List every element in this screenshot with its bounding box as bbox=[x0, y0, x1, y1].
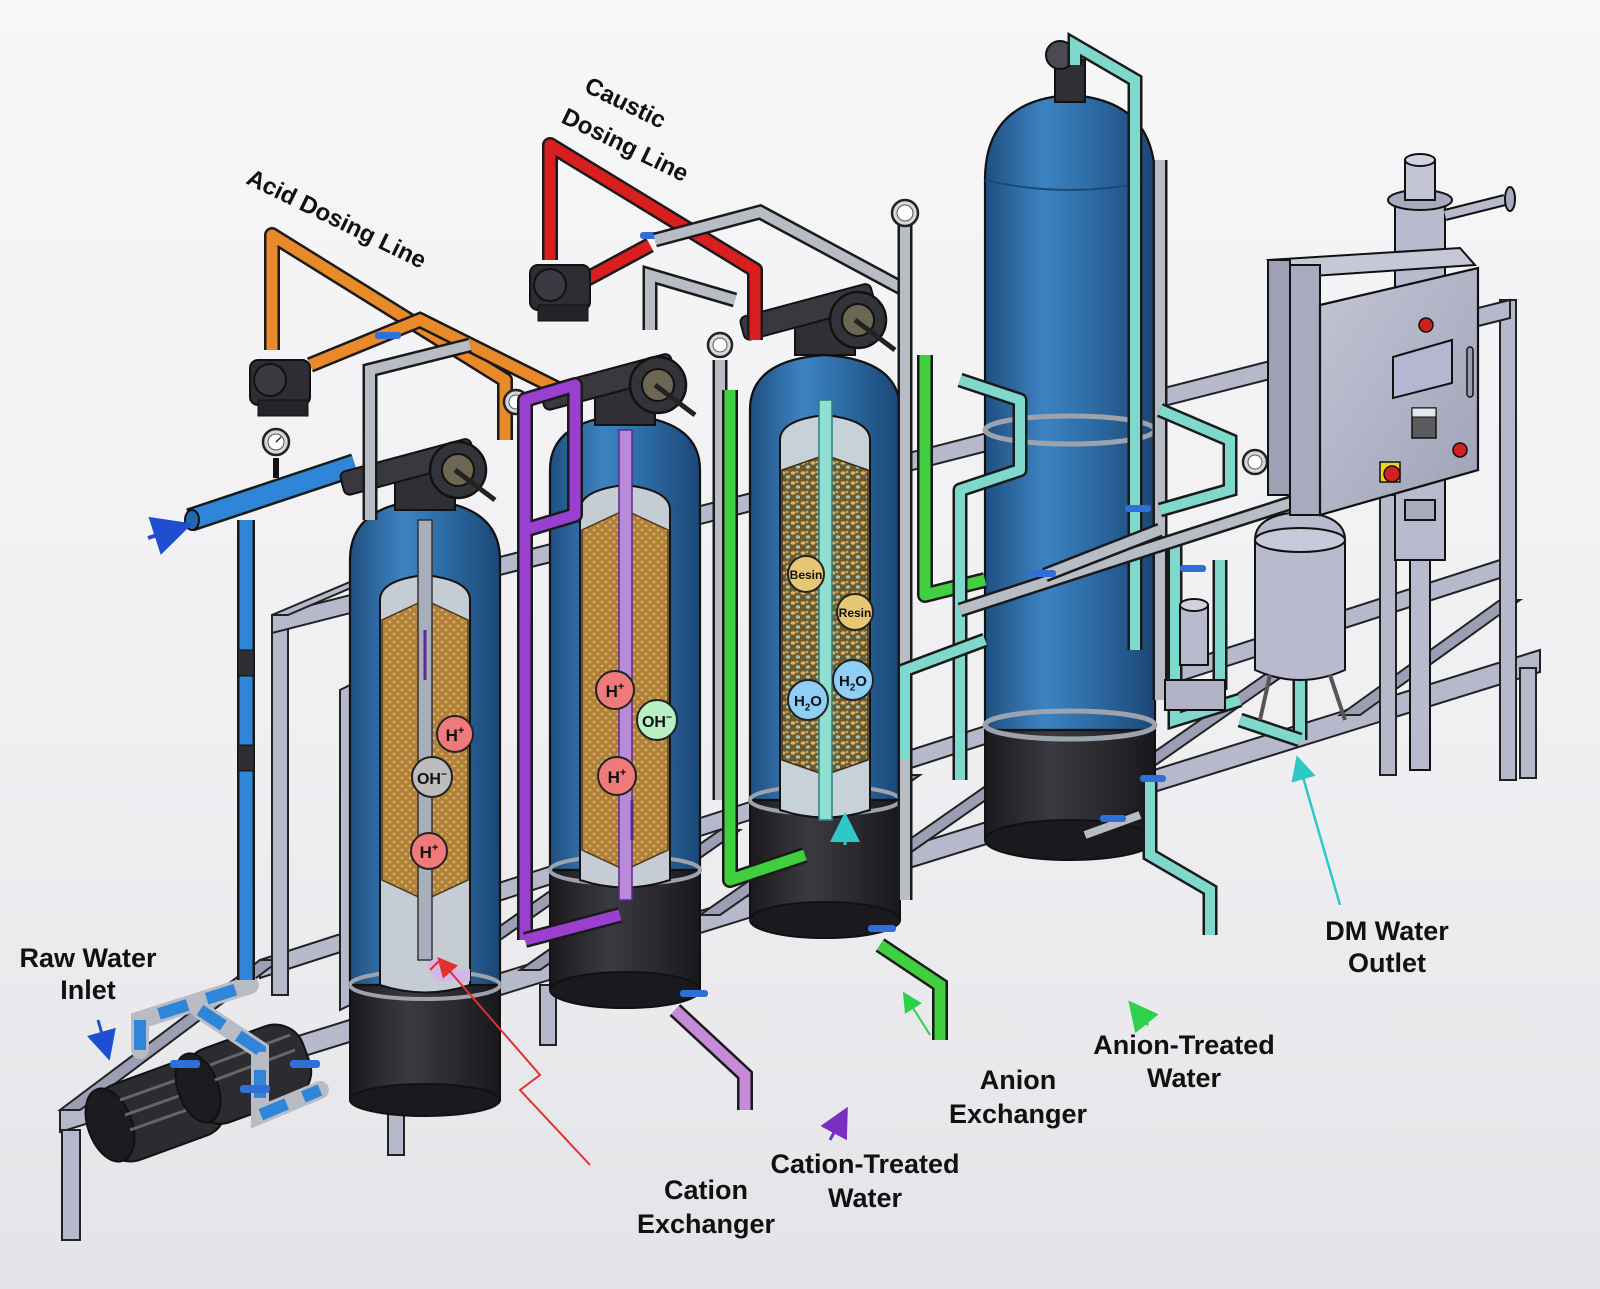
anion-treated-arrow-icon bbox=[1128, 1000, 1159, 1034]
label-cation-treated-1: Cation-Treated bbox=[770, 1149, 959, 1179]
valve-handle-icon bbox=[1180, 565, 1206, 572]
raw-water-line bbox=[147, 427, 359, 980]
grey-pipes bbox=[362, 160, 1168, 900]
label-dm-outlet-2: Outlet bbox=[1348, 948, 1426, 978]
acid-dosing-pump bbox=[249, 359, 311, 417]
valve-handle-icon bbox=[375, 332, 401, 339]
cartridge-filter bbox=[1254, 510, 1347, 721]
door-handle-icon[interactable] bbox=[1466, 346, 1474, 398]
ion-h-plus-1: H+ bbox=[436, 715, 474, 753]
label-raw-water-2: Inlet bbox=[60, 975, 116, 1005]
tank3-ions: Besin Resin H2O H2O bbox=[787, 555, 874, 721]
tank1-ions: H+ OH− H+ bbox=[410, 715, 474, 870]
valve-handle-icon bbox=[170, 1060, 200, 1068]
valve-handle-icon bbox=[240, 1085, 270, 1093]
anion-arrow-icon bbox=[902, 991, 931, 1036]
mixed-bed-tank bbox=[739, 283, 902, 939]
resin-ball-1: Besin bbox=[787, 555, 825, 593]
svg-text:H+: H+ bbox=[606, 681, 625, 701]
svg-text:H+: H+ bbox=[420, 842, 439, 862]
water-molecule-1: H2O bbox=[787, 679, 829, 721]
label-raw-water-1: Raw Water bbox=[19, 943, 157, 973]
valve-handle-icon bbox=[1140, 775, 1166, 782]
raw-water-pumps bbox=[84, 976, 329, 1163]
control-panel bbox=[1265, 246, 1480, 517]
valve-handle-icon bbox=[680, 990, 708, 997]
label-anion-exchanger-1: Anion bbox=[980, 1065, 1056, 1095]
svg-text:H+: H+ bbox=[608, 767, 627, 787]
svg-text:Besin: Besin bbox=[790, 568, 823, 582]
display-screen bbox=[1392, 338, 1453, 400]
dm-storage-tank bbox=[982, 31, 1158, 861]
svg-text:OH−: OH− bbox=[642, 713, 672, 731]
ion-h-plus-4: H+ bbox=[597, 756, 637, 796]
raw-water-arrow-icon bbox=[86, 1019, 116, 1061]
water-molecule-2: H2O bbox=[832, 659, 874, 701]
cation-treated-arrow-icon bbox=[820, 1106, 848, 1141]
resin-ball-2: Resin bbox=[836, 593, 874, 631]
svg-text:OH−: OH− bbox=[417, 770, 447, 788]
tank2-ions: H+ OH− H+ bbox=[595, 670, 678, 796]
flow-arrow-icon bbox=[437, 956, 591, 1166]
ion-h-plus-3: H+ bbox=[595, 670, 635, 710]
emergency-stop-button-icon[interactable] bbox=[1383, 465, 1401, 483]
indicator-light-icon bbox=[1418, 317, 1434, 333]
valve-handle-icon bbox=[1030, 570, 1056, 577]
svg-text:H2O: H2O bbox=[794, 693, 822, 714]
label-anion-exchanger-2: Exchanger bbox=[949, 1099, 1088, 1129]
svg-text:Resin: Resin bbox=[839, 606, 872, 620]
label-cation-exchanger-1: Cation bbox=[664, 1175, 748, 1205]
ion-oh-minus-1: OH− bbox=[411, 756, 453, 798]
ion-h-plus-2: H+ bbox=[410, 832, 448, 870]
label-anion-treated-1: Anion-Treated bbox=[1093, 1030, 1275, 1060]
pointer-arrows bbox=[86, 755, 1342, 1166]
valve-handle-icon bbox=[290, 1060, 320, 1068]
valve-handle-icon bbox=[868, 925, 896, 932]
svg-text:H+: H+ bbox=[446, 725, 465, 745]
label-anion-treated-2: Water bbox=[1147, 1063, 1222, 1093]
valve-handle-icon bbox=[1125, 505, 1151, 512]
cation-treated-pipe bbox=[517, 377, 753, 1110]
caustic-dosing-line bbox=[529, 137, 909, 340]
label-cation-treated-2: Water bbox=[828, 1183, 903, 1213]
dm-outlet-arrow-icon bbox=[1291, 755, 1342, 906]
acid-dosing-line bbox=[249, 227, 564, 440]
stop-button-icon[interactable] bbox=[1452, 442, 1468, 458]
label-cation-exchanger-2: Exchanger bbox=[637, 1209, 776, 1239]
label-dm-outlet-1: DM Water bbox=[1325, 916, 1449, 946]
valve-handle-icon bbox=[1100, 815, 1126, 822]
inlet-arrow-icon bbox=[147, 516, 193, 555]
ion-oh-minus-2: OH− bbox=[636, 699, 678, 741]
caustic-dosing-pump bbox=[529, 264, 591, 322]
booster-pump bbox=[1164, 598, 1226, 711]
svg-text:H2O: H2O bbox=[839, 673, 867, 694]
